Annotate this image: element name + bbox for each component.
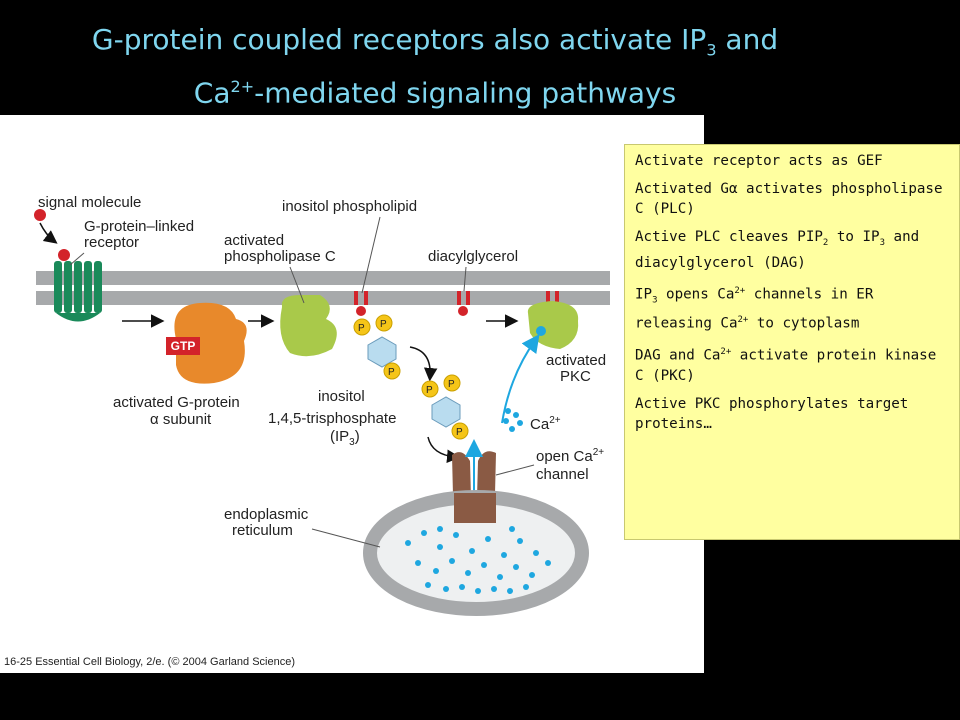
plc-icon	[280, 295, 337, 357]
label-channel: open Ca2+	[536, 447, 604, 465]
note-text: Active PKC phosphorylates target protein…	[635, 395, 909, 432]
label-channel-text: open Ca	[536, 448, 593, 465]
label-diacylglycerol: diacylglycerol	[428, 248, 518, 265]
calcium-ions	[503, 408, 523, 432]
note-text: opens Ca	[657, 286, 735, 303]
label-channel: channel	[536, 466, 589, 483]
note-superscript: 2+	[737, 315, 749, 326]
label-phosphate: P	[456, 427, 463, 438]
title-text: -mediated signaling pathways	[254, 75, 677, 109]
signal-molecule-icon	[34, 209, 46, 221]
note-item: Activated Gα activates phospholipase C (…	[635, 179, 951, 219]
note-superscript: 2+	[720, 347, 732, 358]
dag-icon	[457, 291, 470, 316]
figure-drawing: signal molecule G-protein–linked recepto…	[4, 194, 610, 668]
label-ip3: inositol	[318, 388, 365, 405]
slide-title: G-protein coupled receptors also activat…	[0, 22, 870, 111]
label-er: reticulum	[232, 522, 293, 539]
title-line-2: Ca2+-mediated signaling pathways	[0, 69, 870, 111]
title-superscript: 2+	[230, 76, 255, 96]
label-ip3-subscript: 3	[349, 437, 355, 448]
arrow-icon	[501, 334, 540, 424]
note-text: Active PLC cleaves PIP	[635, 229, 823, 245]
leader-line	[311, 528, 381, 548]
label-phosphate: P	[388, 367, 395, 378]
label-ip3: (IP3)	[330, 428, 360, 448]
label-signal-molecule: signal molecule	[38, 194, 141, 211]
pkc-icon	[527, 291, 579, 349]
label-gtp: GTP	[171, 339, 196, 353]
title-text: G-protein coupled receptors also activat…	[91, 23, 707, 56]
receptor-icon	[54, 249, 102, 322]
notes-panel: Activate receptor acts as GEF Activated …	[624, 144, 960, 540]
note-subscript: 3	[652, 295, 658, 306]
label-phosphate: P	[380, 319, 387, 330]
note-item: Active PKC phosphorylates target protein…	[635, 394, 951, 434]
note-text: DAG and Ca	[635, 347, 721, 364]
note-item: DAG and Ca2+ activate protein kinase C (…	[635, 342, 951, 386]
leader-line	[69, 252, 85, 266]
label-ip3-text: )	[355, 428, 360, 445]
note-text: channels in ER releasing Ca	[635, 286, 874, 333]
endoplasmic-reticulum-icon	[363, 490, 589, 616]
label-calcium: Ca2+	[530, 415, 561, 433]
label-ip3: 1,4,5-trisphosphate	[268, 410, 396, 427]
note-text: to cytoplasm	[748, 316, 860, 333]
label-ip3-text: (IP	[330, 428, 349, 445]
label-calcium-superscript: 2+	[549, 415, 561, 426]
label-g-alpha: α subunit	[150, 411, 212, 428]
label-channel-superscript: 2+	[593, 447, 605, 458]
leader-line	[495, 464, 535, 476]
gtp-badge	[166, 337, 200, 355]
membrane-outer-leaflet	[36, 271, 610, 285]
label-pkc: activated	[546, 352, 606, 369]
title-line-1: G-protein coupled receptors also activat…	[0, 22, 870, 69]
note-text: to IP	[828, 229, 880, 245]
title-text: and	[716, 23, 779, 56]
title-subscript: 3	[706, 40, 717, 60]
label-plc: phospholipase C	[224, 248, 336, 265]
ip3-icon	[421, 374, 469, 440]
leader-line	[463, 266, 467, 292]
note-text: Activate receptor acts as GEF	[635, 153, 883, 169]
label-calcium-text: Ca	[530, 416, 550, 433]
label-er: endoplasmic	[224, 506, 309, 523]
note-text: Activated Gα activates phospholipase C (…	[635, 181, 943, 217]
label-phosphate: P	[426, 385, 433, 396]
note-text: IP	[635, 286, 653, 303]
label-gpcr: G-protein–linked	[84, 218, 194, 235]
label-plc: activated	[224, 232, 284, 249]
label-phosphate: P	[448, 379, 455, 390]
inositol-phospholipid-icon	[353, 291, 401, 380]
label-g-alpha: activated G-protein	[113, 394, 240, 411]
label-phosphate: P	[358, 323, 365, 334]
title-text: Ca	[193, 75, 231, 109]
note-subscript: 3	[879, 237, 886, 248]
leader-line	[361, 216, 381, 294]
note-text: and diacylglycerol (DAG)	[635, 229, 920, 271]
signaling-figure: signal molecule G-protein–linked recepto…	[0, 115, 704, 673]
note-item: Active PLC cleaves PIP2 to IP3 and diacy…	[635, 227, 951, 273]
g-alpha-icon	[174, 302, 247, 384]
leader-line	[289, 266, 305, 304]
note-item: Activate receptor acts as GEF	[635, 151, 951, 171]
label-inositol-phospholipid: inositol phospholipid	[282, 198, 417, 215]
arrow-icon	[39, 222, 58, 244]
note-item: IP3 opens Ca2+ channels in ER releasing …	[635, 281, 951, 334]
figure-caption: 16-25 Essential Cell Biology, 2/e. (© 20…	[4, 656, 295, 668]
arrow-icon	[427, 436, 461, 463]
arrow-icon	[409, 346, 438, 382]
note-text: activate protein kinase C (PKC)	[635, 347, 937, 384]
label-gpcr: receptor	[84, 234, 139, 251]
label-pkc: PKC	[560, 368, 591, 385]
note-superscript: 2+	[734, 285, 746, 296]
note-subscript: 2	[822, 237, 829, 248]
